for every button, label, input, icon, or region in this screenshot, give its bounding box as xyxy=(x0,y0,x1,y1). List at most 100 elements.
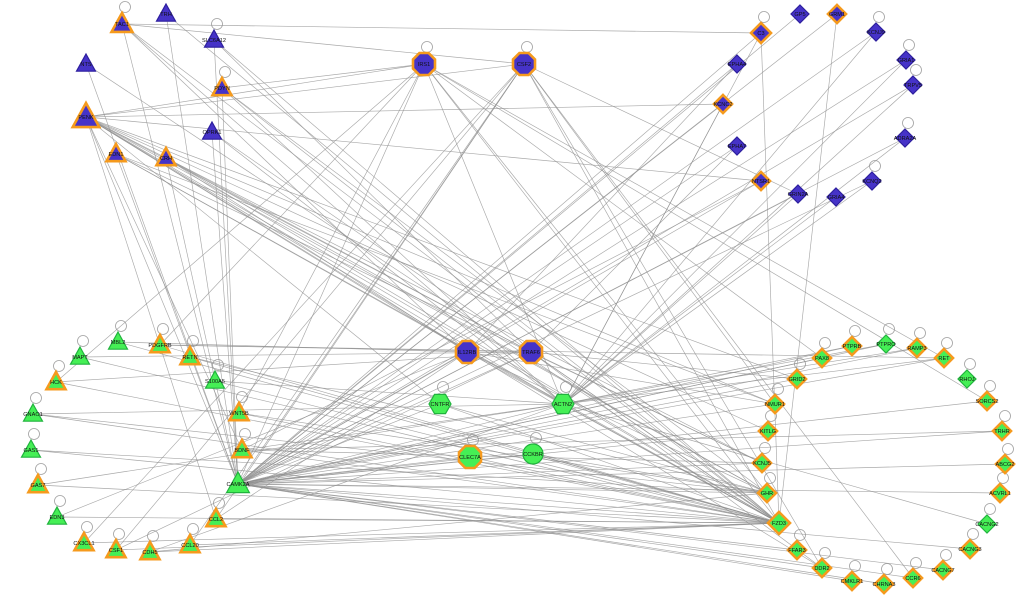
node-OPRK1[interactable] xyxy=(201,120,223,140)
node-RAMP3[interactable] xyxy=(906,337,928,359)
node-SORCS2[interactable] xyxy=(976,390,998,412)
node-NTSR1[interactable] xyxy=(750,170,772,192)
node-PDYN[interactable] xyxy=(210,75,234,97)
node-KCNJ9[interactable] xyxy=(866,22,886,42)
node-GAS7[interactable] xyxy=(26,472,50,494)
edge xyxy=(237,400,988,485)
node-KCNC2[interactable] xyxy=(712,93,734,115)
edge xyxy=(241,430,1003,451)
edge xyxy=(423,63,780,524)
node-CCR6[interactable] xyxy=(902,567,924,589)
node-RETN[interactable] xyxy=(178,344,202,366)
node-IL12RB[interactable] xyxy=(454,339,480,365)
edge xyxy=(439,403,768,494)
node-EDN3[interactable] xyxy=(46,505,68,525)
node-KITLG[interactable] xyxy=(757,420,779,442)
node-WNT5B[interactable] xyxy=(227,400,251,422)
node-ADRA2A[interactable] xyxy=(895,128,915,148)
edge xyxy=(165,13,780,524)
node-CHRNA3[interactable] xyxy=(873,573,895,595)
node-EDN1[interactable] xyxy=(104,141,128,163)
node-IRS1[interactable] xyxy=(411,51,437,77)
node-NTS[interactable] xyxy=(75,52,97,72)
node-CLEC7A[interactable] xyxy=(457,444,483,470)
node-EPHA4[interactable] xyxy=(727,54,747,74)
node-CMKLR1[interactable] xyxy=(841,570,863,592)
node-GNAO1[interactable] xyxy=(22,402,44,422)
self-loop-edge xyxy=(35,463,47,475)
self-loop-edge xyxy=(54,495,66,507)
node-TRPV5[interactable] xyxy=(903,75,923,95)
self-loop-edge xyxy=(764,472,776,484)
node-CCL20[interactable] xyxy=(178,532,202,554)
node-CSF1[interactable] xyxy=(104,537,128,559)
edge xyxy=(85,116,798,380)
self-loop-edge xyxy=(903,39,915,51)
node-GRIA1[interactable] xyxy=(896,50,916,70)
node-PDGFRB[interactable] xyxy=(148,332,172,354)
node-CAMK2A[interactable] xyxy=(225,470,251,494)
edge xyxy=(214,380,780,524)
node-CX3CL1[interactable] xyxy=(72,530,96,552)
edge xyxy=(115,63,525,551)
node-MBL2[interactable] xyxy=(107,330,129,350)
node-PAX8[interactable] xyxy=(811,347,833,369)
node-GP5[interactable] xyxy=(790,4,810,24)
node-PTPRB[interactable] xyxy=(841,335,863,357)
node-CCL2[interactable] xyxy=(204,506,228,528)
self-loop-edge xyxy=(881,563,893,575)
node-RET[interactable] xyxy=(933,347,955,369)
node-MAPT[interactable] xyxy=(69,345,91,365)
node-TRHR[interactable] xyxy=(991,420,1013,442)
self-loop-edge xyxy=(187,335,199,347)
node-KCNQ2[interactable] xyxy=(862,171,882,191)
edge xyxy=(55,63,425,383)
node-CACNG7[interactable] xyxy=(932,559,954,581)
self-loop-edge xyxy=(883,323,895,335)
node-CSF2[interactable] xyxy=(511,51,537,77)
node-ACVRL1[interactable] xyxy=(989,482,1011,504)
node-GRID2[interactable] xyxy=(786,368,808,390)
node-PTPRO[interactable] xyxy=(876,334,896,354)
node-PENK[interactable] xyxy=(70,100,102,129)
edge xyxy=(241,449,780,524)
node-SLC6A12[interactable] xyxy=(203,28,225,48)
node-RHOJ[interactable] xyxy=(957,369,977,389)
node-ABCG2[interactable] xyxy=(994,453,1016,475)
node-BDNF[interactable] xyxy=(230,437,254,459)
node-TRH[interactable] xyxy=(155,2,177,22)
edge xyxy=(237,483,971,550)
edge xyxy=(213,39,532,353)
node-CACNG3[interactable] xyxy=(959,538,981,560)
node-CACNG2[interactable] xyxy=(977,514,997,534)
self-loop-edge xyxy=(819,547,831,559)
node-DDR2[interactable] xyxy=(811,557,833,579)
node-GAS1[interactable] xyxy=(20,438,42,458)
node-CRH[interactable] xyxy=(154,145,178,167)
node-KCNJ5[interactable] xyxy=(751,452,773,474)
node-EPHA7[interactable] xyxy=(727,136,747,156)
edge xyxy=(530,145,738,353)
node-GRIN2A[interactable] xyxy=(788,184,808,204)
node-S100A5[interactable] xyxy=(204,369,226,389)
edge xyxy=(523,63,799,195)
node-FFAR3[interactable] xyxy=(786,539,808,561)
node-TRAF6[interactable] xyxy=(518,339,544,365)
node-CDH5[interactable] xyxy=(138,539,162,561)
self-loop-edge xyxy=(940,549,952,561)
node-CNTFR[interactable] xyxy=(428,393,452,415)
node-GRIA4[interactable] xyxy=(826,187,846,207)
node-C3[interactable] xyxy=(749,21,773,45)
edge xyxy=(238,412,780,524)
node-NMUR1[interactable] xyxy=(764,393,786,415)
node-HCK[interactable] xyxy=(44,369,68,391)
edge xyxy=(237,31,877,485)
node-ACTN2[interactable] xyxy=(551,393,575,415)
node-FZD3[interactable] xyxy=(766,510,792,536)
node-CCKBR[interactable] xyxy=(522,443,544,465)
node-GHR[interactable] xyxy=(756,482,778,504)
node-GRM1[interactable] xyxy=(826,3,848,25)
node-TAC1[interactable] xyxy=(109,10,135,34)
edge xyxy=(85,116,239,485)
edge xyxy=(115,153,564,405)
